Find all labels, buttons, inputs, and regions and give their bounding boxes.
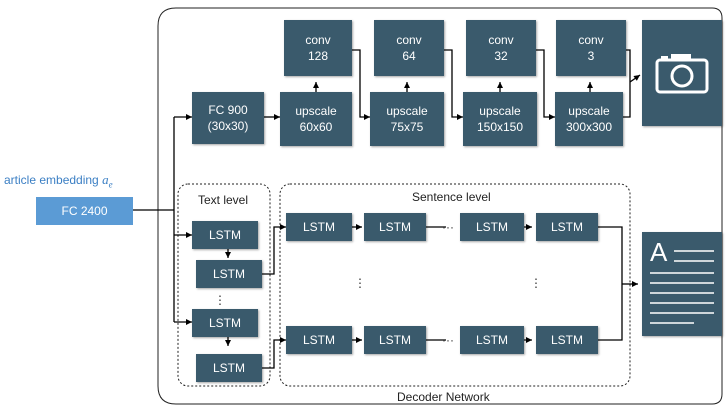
camera-icon <box>655 54 709 94</box>
edge-conv4-camera <box>623 49 631 118</box>
sentence-r1-hdots: ··· <box>442 220 454 234</box>
text-level-vdots: ⋮ <box>214 293 226 307</box>
conv-box-2: conv 64 <box>374 20 444 76</box>
edge-to-camera <box>629 74 641 83</box>
text-output-box: A <box>642 232 722 336</box>
lstm-sentence-r1-2: LSTM <box>364 213 426 241</box>
lstm-sentence-r1-4: LSTM <box>536 213 598 241</box>
conv-box-4: conv 3 <box>556 20 626 76</box>
text-level-group <box>177 183 271 387</box>
conv-box-1: conv 128 <box>284 20 352 76</box>
lstm-sentence-r1-1: LSTM <box>286 213 352 241</box>
document-lines-icon <box>650 250 714 324</box>
article-embedding-label: article embedding ae <box>4 172 113 190</box>
decoder-network-label: Decoder Network <box>397 390 490 404</box>
lstm-sentence-r2-2: LSTM <box>364 326 426 354</box>
edge-t4-row2 <box>262 337 286 369</box>
lstm-sentence-r2-1: LSTM <box>286 326 352 354</box>
embedding-symbol: ae <box>102 172 113 190</box>
edge-t2-row1 <box>262 224 286 275</box>
sentence-level-group <box>279 183 631 387</box>
lstm-text-1: LSTM <box>192 221 258 249</box>
lstm-text-3: LSTM <box>192 309 258 337</box>
sentence-vdots-left: ⋮ <box>354 276 366 290</box>
edge-conv3-up4 <box>536 49 555 120</box>
conv-box-3: conv 32 <box>466 20 536 76</box>
upscale-box-4: upscale 300x300 <box>555 92 623 146</box>
document-letter: A <box>650 237 668 267</box>
upscale-box-3: upscale 150x150 <box>463 92 537 146</box>
fc-900-box: FC 900 (30x30) <box>192 92 264 144</box>
sentence-r2-hdots: ··· <box>442 333 454 347</box>
sentence-vdots-right: ⋮ <box>530 276 542 290</box>
text-level-title: Text level <box>198 193 249 207</box>
lstm-sentence-r1-3: LSTM <box>460 213 524 241</box>
image-output-box <box>642 20 722 126</box>
sentence-level-title: Sentence level <box>412 190 491 204</box>
decoder-frame <box>157 7 723 405</box>
lstm-sentence-r2-3: LSTM <box>460 326 524 354</box>
upscale-box-2: upscale 75x75 <box>370 92 444 146</box>
lstm-sentence-r2-4: LSTM <box>536 326 598 354</box>
edge-conv2-up3 <box>444 49 463 120</box>
lstm-text-2: LSTM <box>196 260 262 288</box>
edge-conv1-up2 <box>352 49 370 120</box>
edge-r1-out <box>598 226 623 341</box>
upscale-box-1: upscale 60x60 <box>280 92 352 146</box>
lstm-text-4: LSTM <box>196 354 262 382</box>
fc-2400-box: FC 2400 <box>36 197 133 225</box>
